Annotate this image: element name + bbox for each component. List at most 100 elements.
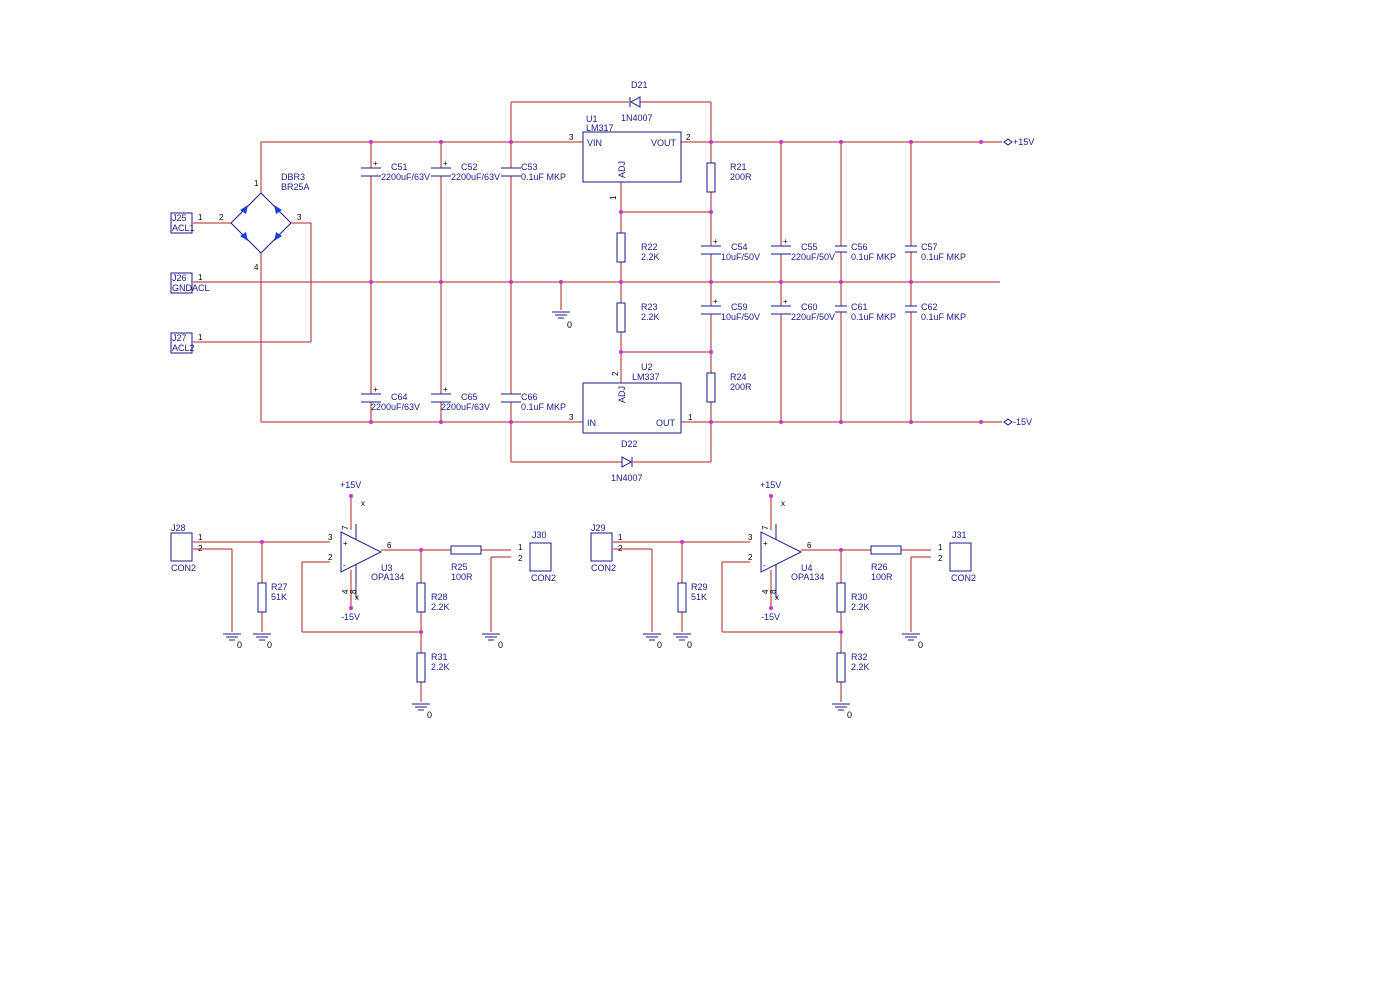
svg-text:D22: D22 (621, 439, 638, 449)
svg-text:LM317: LM317 (586, 123, 614, 133)
svg-text:220uF/50V: 220uF/50V (791, 252, 835, 262)
capacitor-c59[interactable]: + C59 10uF/50V (701, 297, 760, 322)
svg-text:ACL1: ACL1 (172, 223, 195, 233)
svg-text:C65: C65 (461, 392, 478, 402)
capacitor-c62[interactable]: C62 0.1uF MKP (905, 302, 966, 322)
svg-text:+15V: +15V (340, 480, 361, 490)
resistor-r25[interactable]: R25 100R (450, 545, 482, 582)
svg-text:ACL2: ACL2 (172, 343, 195, 353)
svg-text:C54: C54 (731, 242, 748, 252)
svg-text:x: x (775, 593, 779, 602)
connector-j30[interactable]: J30 CON2 1 2 (518, 530, 556, 583)
resistor-r22[interactable]: R22 2.2K (616, 232, 660, 263)
resistor-r29[interactable]: R29 51K (677, 582, 708, 613)
capacitor-c57[interactable]: C57 0.1uF MKP (905, 242, 966, 262)
svg-text:2200uF/63V: 2200uF/63V (371, 402, 420, 412)
svg-text:+15V: +15V (760, 480, 781, 490)
resistor-r24[interactable]: R24 200R (706, 372, 752, 403)
svg-text:1: 1 (198, 273, 203, 282)
svg-text:3: 3 (328, 533, 333, 542)
svg-text:2200uF/63V: 2200uF/63V (451, 172, 500, 182)
opamp-u4[interactable]: + - x x 3 2 6 7 4 8 U4 OPA134 +15V -15V (748, 480, 824, 622)
svg-text:C56: C56 (851, 242, 868, 252)
svg-text:1: 1 (618, 533, 623, 542)
capacitor-c53[interactable]: C53 0.1uF MKP (501, 162, 566, 182)
svg-text:6: 6 (807, 541, 812, 550)
diode-d21[interactable]: D21 1N4007 (621, 80, 653, 123)
svg-text:C61: C61 (851, 302, 868, 312)
ground-symbol-amp1: 0 0 0 0 (223, 633, 503, 720)
svg-text:0: 0 (918, 640, 923, 650)
svg-text:2.2K: 2.2K (851, 662, 870, 672)
resistor-r30[interactable]: R30 2.2K (836, 582, 870, 613)
svg-text:R25: R25 (451, 562, 468, 572)
capacitor-c52[interactable]: + C52 2200uF/63V (431, 159, 500, 182)
resistor-r21[interactable]: R21 200R (706, 162, 752, 193)
svg-text:CON2: CON2 (591, 563, 616, 573)
svg-text:x: x (361, 499, 365, 508)
svg-text:J29: J29 (591, 523, 606, 533)
svg-text:CON2: CON2 (951, 573, 976, 583)
svg-text:C52: C52 (461, 162, 478, 172)
svg-text:200R: 200R (730, 172, 752, 182)
connector-j31[interactable]: J31 CON2 1 2 (938, 530, 976, 583)
svg-text:CON2: CON2 (171, 563, 196, 573)
connector-j25[interactable]: J25 ACL1 1 (170, 212, 203, 234)
svg-text:2200uF/63V: 2200uF/63V (441, 402, 490, 412)
svg-text:ADJ: ADJ (617, 386, 627, 403)
capacitor-c61[interactable]: C61 0.1uF MKP (835, 302, 896, 322)
svg-text:0.1uF MKP: 0.1uF MKP (521, 402, 566, 412)
resistor-r28[interactable]: R28 2.2K (416, 582, 450, 613)
capacitor-c51[interactable]: + C51 2200uF/63V (361, 159, 430, 182)
capacitor-c66[interactable]: C66 0.1uF MKP (501, 392, 566, 412)
rail-port-neg[interactable]: -15V (1003, 417, 1032, 427)
connector-j26[interactable]: J26 GNDACL 1 (170, 272, 210, 294)
svg-text:CON2: CON2 (531, 573, 556, 583)
svg-text:D21: D21 (631, 80, 648, 90)
svg-text:R28: R28 (431, 592, 448, 602)
capacitor-c54[interactable]: + C54 10uF/50V (701, 237, 760, 262)
svg-text:6: 6 (387, 541, 392, 550)
connector-j29[interactable]: J29 CON2 1 2 (590, 523, 623, 573)
resistor-r27[interactable]: R27 51K (257, 582, 288, 613)
bridge-rectifier[interactable]: DBR3 BR25A 1 2 3 4 (219, 172, 310, 272)
capacitor-c60[interactable]: + C60 220uF/50V (771, 297, 835, 322)
capacitor-c65[interactable]: + C65 2200uF/63V (431, 385, 490, 412)
rail-port-pos[interactable]: +15V (1003, 137, 1034, 147)
regulator-u1[interactable]: U1 LM317 VIN VOUT ADJ 3 2 1 (569, 114, 691, 200)
svg-text:-: - (763, 561, 766, 570)
resistor-r31[interactable]: R31 2.2K (416, 652, 450, 683)
svg-text:2: 2 (938, 554, 943, 563)
svg-text:2: 2 (618, 544, 623, 553)
svg-text:51K: 51K (271, 592, 287, 602)
svg-text:0.1uF MKP: 0.1uF MKP (851, 252, 896, 262)
svg-text:2: 2 (219, 213, 224, 222)
capacitor-c64[interactable]: + C64 2200uF/63V (361, 385, 420, 412)
svg-text:2: 2 (198, 544, 203, 553)
svg-text:0: 0 (498, 640, 503, 650)
svg-text:2: 2 (686, 133, 691, 142)
svg-text:0: 0 (687, 640, 692, 650)
svg-text:-15V: -15V (761, 612, 780, 622)
opamp-u3[interactable]: + - x x 3 2 6 7 4 8 U3 OPA134 +15V -15V (328, 480, 404, 622)
svg-text:0.1uF MKP: 0.1uF MKP (921, 312, 966, 322)
resistor-r26[interactable]: R26 100R (870, 545, 902, 582)
svg-text:C57: C57 (921, 242, 938, 252)
svg-text:0.1uF MKP: 0.1uF MKP (851, 312, 896, 322)
regulator-u2[interactable]: U2 LM337 IN OUT ADJ 3 1 2 (569, 362, 693, 434)
connector-j27[interactable]: J27 ACL2 1 (170, 332, 203, 354)
resistor-r23[interactable]: R23 2.2K (616, 302, 660, 333)
connector-j28[interactable]: J28 CON2 1 2 (170, 523, 203, 573)
capacitor-c56[interactable]: C56 0.1uF MKP (835, 242, 896, 262)
svg-text:C53: C53 (521, 162, 538, 172)
svg-text:U2: U2 (641, 362, 653, 372)
svg-text:0: 0 (567, 320, 572, 330)
resistor-r32[interactable]: R32 2.2K (836, 652, 870, 683)
svg-text:0: 0 (427, 710, 432, 720)
diode-d22[interactable]: D22 1N4007 (611, 439, 643, 483)
svg-text:R32: R32 (851, 652, 868, 662)
svg-text:10uF/50V: 10uF/50V (721, 252, 760, 262)
psu-junctions (369, 140, 983, 424)
svg-text:R27: R27 (271, 582, 288, 592)
capacitor-c55[interactable]: + C55 220uF/50V (771, 237, 835, 262)
